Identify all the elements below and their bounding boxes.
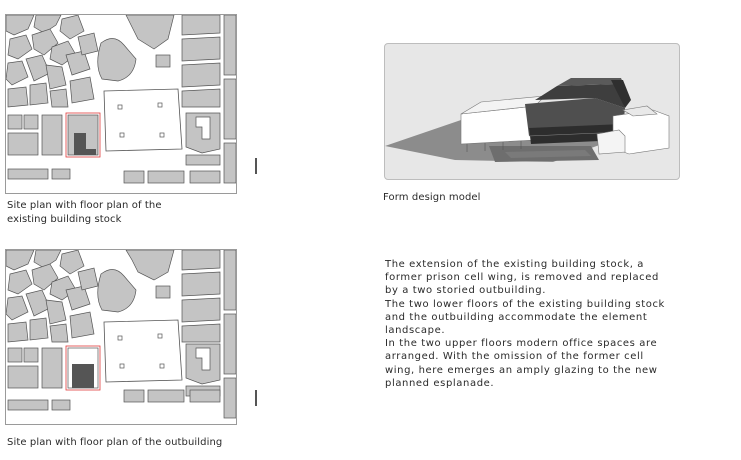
caption-site-plan-outbuilding: Site plan with floor plan of the outbuil… xyxy=(7,437,223,448)
edge-mark xyxy=(255,158,257,174)
site-plan-outbuilding-drawing xyxy=(6,250,236,419)
description-text: The extension of the existing building s… xyxy=(385,259,665,389)
form-design-model xyxy=(384,43,680,180)
caption-site-plan-existing: Site plan with floor plan of the existin… xyxy=(7,200,162,225)
highlight-site-outbuilding xyxy=(65,345,101,391)
caption-form-model: Form design model xyxy=(383,192,481,203)
form-model-drawing xyxy=(385,78,670,162)
highlight-site xyxy=(65,112,101,158)
edge-mark xyxy=(255,390,257,406)
site-plan-existing xyxy=(5,14,237,194)
site-plan-outbuilding xyxy=(5,249,237,425)
site-plan-existing-drawing xyxy=(6,15,236,184)
